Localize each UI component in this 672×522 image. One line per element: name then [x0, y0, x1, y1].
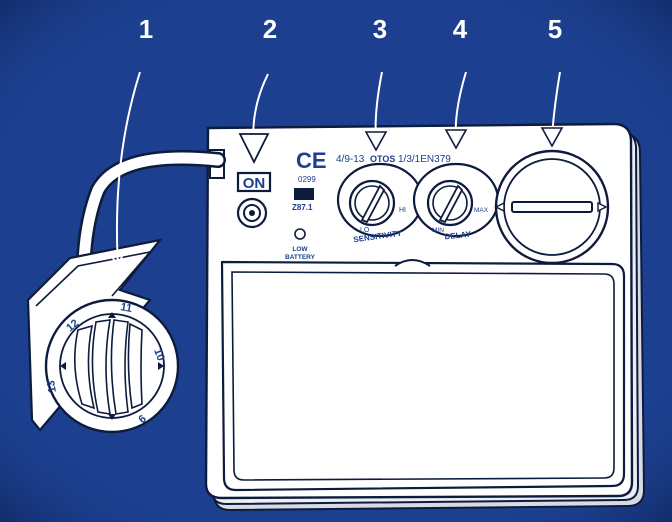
callout-1: 1: [139, 14, 153, 44]
ce-mark: CE: [296, 148, 327, 173]
low-battery-label-1: LOW: [292, 246, 308, 253]
on-label: ON: [243, 175, 266, 192]
cert-label: Z87.1: [292, 203, 313, 212]
low-battery-led: [295, 229, 305, 239]
spec-label: 1/3/1EN379: [398, 154, 451, 165]
battery-cover[interactable]: [496, 151, 608, 263]
sensitivity-hi: HI: [399, 207, 406, 214]
callout-2: 2: [263, 14, 277, 44]
delay-min: MIN: [432, 227, 444, 234]
callout-4: 4: [453, 14, 468, 44]
delay-max: MAX: [474, 207, 489, 214]
dial-13: 13: [45, 379, 59, 393]
viewing-window: [222, 260, 624, 490]
callout-5: 5: [548, 14, 562, 44]
shade-code: 4/9-13: [336, 154, 365, 165]
ce-number: 0299: [298, 175, 316, 184]
battery-cover-slot: [512, 202, 592, 212]
callout-3: 3: [373, 14, 387, 44]
dial-11: 11: [119, 301, 133, 315]
brand-label: OTOS: [370, 154, 395, 164]
ansi-icon: [294, 188, 314, 200]
low-battery-label-2: BATTERY: [285, 254, 316, 261]
